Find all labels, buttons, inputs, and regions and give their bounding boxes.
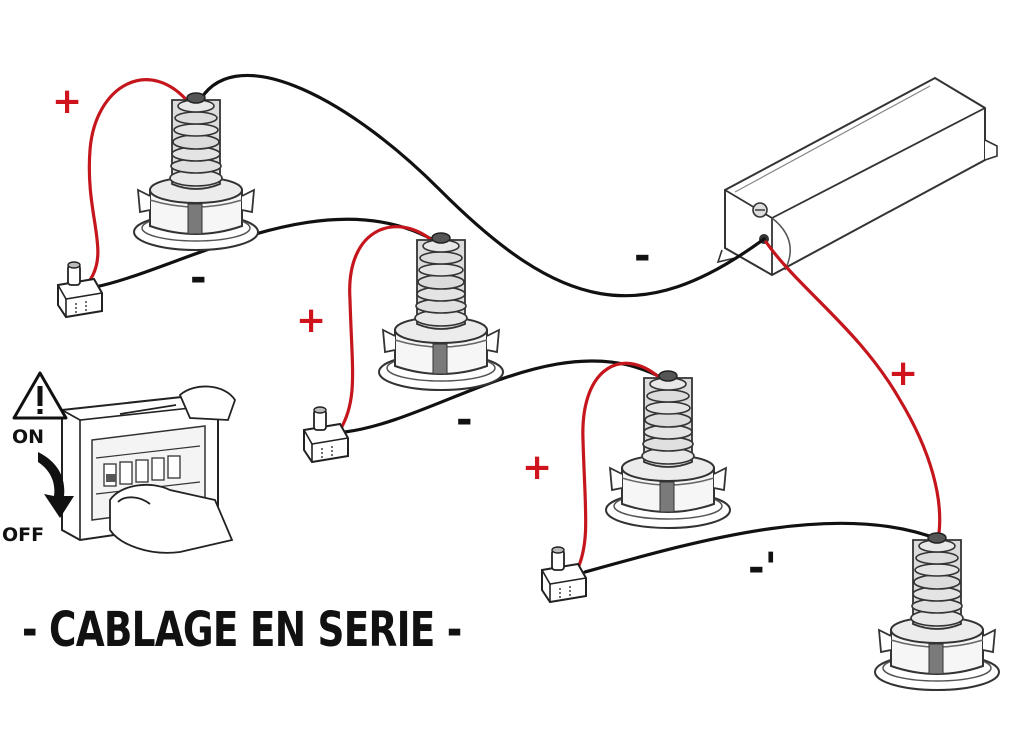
arrow-down-icon bbox=[38, 452, 74, 518]
warning-icon bbox=[12, 371, 68, 420]
hand-icon bbox=[109, 385, 236, 554]
minus-label-3: -' bbox=[748, 545, 777, 591]
spotlight-icon bbox=[605, 370, 731, 529]
wire-positive-2 bbox=[338, 225, 438, 432]
wire-positive-1 bbox=[87, 78, 192, 282]
plus-label-1: + bbox=[52, 81, 83, 122]
on-label: ON bbox=[12, 426, 45, 448]
off-label: OFF bbox=[2, 524, 45, 546]
minus-label-2: - bbox=[456, 397, 473, 443]
diagram-title: - CABLAGE EN SERIE - bbox=[22, 602, 462, 658]
wire-black-spot1-to-driver bbox=[196, 73, 766, 298]
minus-label-driver: - bbox=[634, 233, 651, 279]
terminal-block-icon bbox=[541, 546, 587, 603]
wire-positive-3 bbox=[576, 361, 664, 570]
led-driver-icon bbox=[716, 76, 998, 277]
wire-negative-3 bbox=[583, 521, 942, 574]
spotlight-icon bbox=[874, 532, 1000, 691]
plus-label-3: + bbox=[522, 447, 553, 488]
wire-positive-driver bbox=[764, 240, 942, 542]
terminal-block-icon bbox=[303, 406, 349, 463]
plus-label-2: + bbox=[296, 300, 327, 341]
spotlight-icon bbox=[378, 232, 504, 391]
plus-label-driver: + bbox=[888, 353, 919, 394]
minus-label-1: - bbox=[190, 255, 207, 301]
spotlight-icon bbox=[133, 92, 259, 251]
